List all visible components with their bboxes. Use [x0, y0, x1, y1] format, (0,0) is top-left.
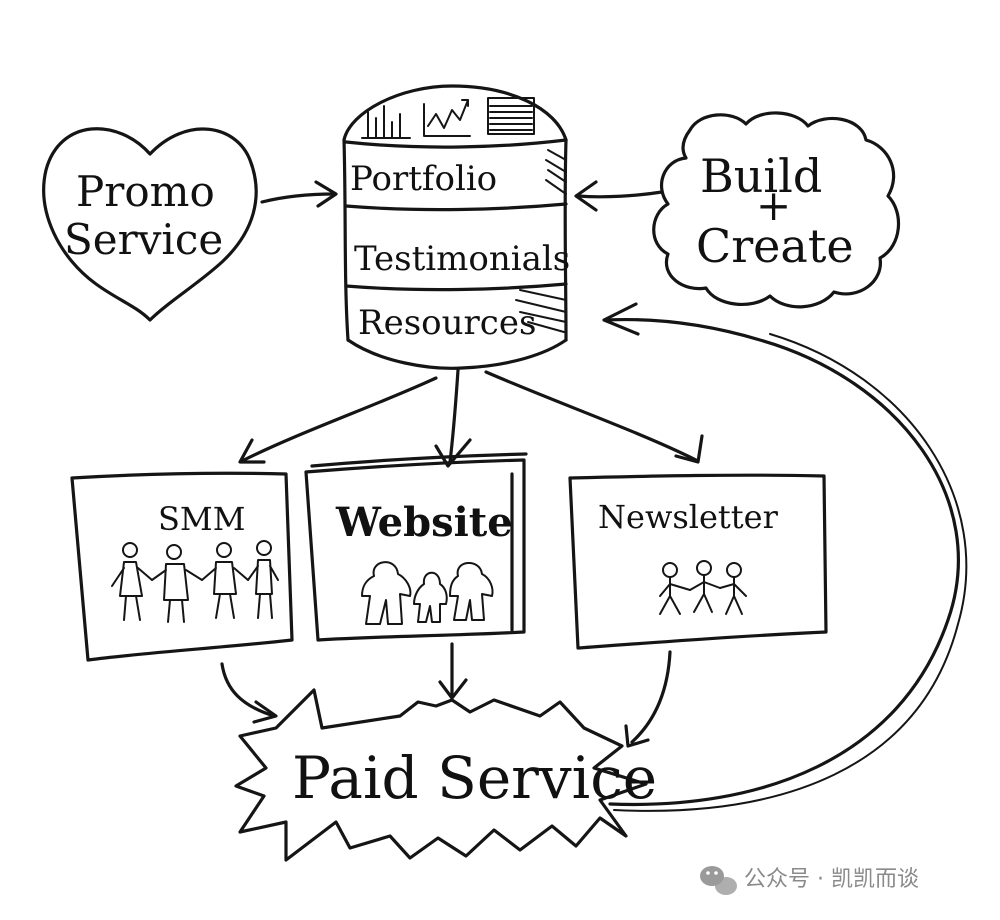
database-right-side	[563, 138, 568, 342]
database-bottom	[346, 338, 568, 370]
website-box-top-edge	[310, 452, 528, 468]
database-stack: Portfolio Testimonials Resources	[342, 84, 570, 370]
website-node: Website	[304, 452, 528, 642]
database-left-side	[342, 138, 350, 342]
arrow-stack-to-website	[434, 368, 472, 468]
table-icon	[487, 97, 535, 135]
line-chart-icon	[423, 99, 471, 137]
portfolio-label: Portfolio	[350, 159, 497, 199]
newsletter-label: Newsletter	[598, 498, 779, 536]
promo-label-line1: Promo	[76, 167, 215, 216]
website-label: Website	[335, 499, 513, 546]
watermark-text: 公众号 · 凯凯而谈	[744, 867, 919, 892]
arrow-build-to-portfolio	[574, 180, 664, 212]
arrow-newsletter-to-paid	[624, 650, 672, 748]
portfolio-shading	[545, 149, 567, 195]
bar-chart-icon	[361, 105, 411, 139]
newsletter-box	[568, 473, 828, 650]
promo-service-node: Promo Service	[42, 127, 258, 322]
people-icon	[361, 561, 494, 625]
database-separator-2	[344, 202, 568, 212]
resources-shading	[515, 289, 567, 333]
wechat-icon	[700, 866, 737, 895]
watermark: 公众号 · 凯凯而谈	[700, 866, 919, 895]
arrow-website-to-paid	[438, 642, 468, 700]
smm-label: SMM	[158, 500, 245, 538]
testimonials-label: Testimonials	[354, 239, 570, 279]
paid-service-label: Paid Service	[292, 744, 657, 812]
burst-shape	[234, 688, 648, 862]
plus-label: +	[756, 181, 791, 230]
people-icon	[659, 560, 747, 615]
promo-label-line2: Service	[64, 215, 223, 264]
cloud-shape	[652, 111, 901, 309]
smm-box	[70, 471, 294, 662]
arrow-promo-to-portfolio	[260, 180, 338, 208]
resources-label: Resources	[358, 303, 536, 343]
build-create-node: Build + Create	[652, 111, 901, 309]
people-icon	[111, 540, 279, 623]
database-top	[342, 84, 568, 142]
arrow-paid-to-resources	[602, 302, 968, 812]
arrow-smm-to-paid	[220, 662, 278, 724]
database-separator-1	[344, 138, 568, 149]
newsletter-node: Newsletter	[568, 473, 828, 650]
paid-service-node: Paid Service	[234, 688, 657, 862]
build-label: Build	[700, 149, 822, 203]
database-separator-3	[344, 282, 568, 292]
website-box	[304, 458, 526, 642]
arrow-stack-to-smm	[238, 376, 438, 464]
heart-shape	[42, 127, 258, 322]
arrow-stack-to-newsletter	[484, 370, 704, 464]
create-label: Create	[696, 219, 854, 273]
smm-node: SMM	[70, 471, 294, 662]
